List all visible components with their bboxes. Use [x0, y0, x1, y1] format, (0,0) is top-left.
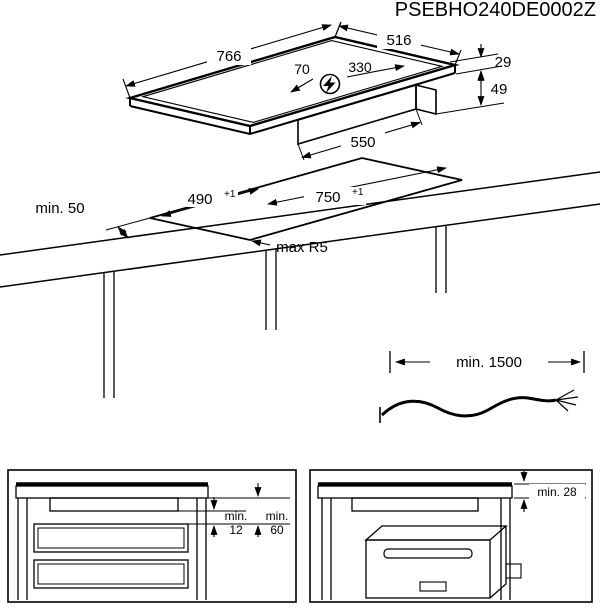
dim-extension-lines — [435, 53, 505, 115]
hob-isometric-view: 766 516 70 330 29 49 — [122, 21, 512, 161]
corner-radius-label: max R5 — [276, 239, 328, 256]
dim-hob-depth: 516 — [334, 21, 462, 66]
drawer-front-lower — [33, 559, 189, 589]
connection-box — [505, 563, 522, 579]
drawer-front-lower-inner — [37, 563, 185, 585]
hob-side-edges — [129, 65, 456, 136]
built-in-oven — [364, 525, 522, 599]
oven-vent-slot — [419, 581, 447, 592]
panel-border — [309, 469, 593, 603]
connection-right-arrow — [346, 64, 405, 78]
dim-cutout-width: 750 +1 — [267, 166, 447, 206]
vent-gap-value: 60 — [270, 523, 284, 537]
hob-gap-value: 12 — [229, 523, 243, 537]
power-connection: 70 330 — [290, 59, 405, 95]
panel-border — [7, 469, 297, 603]
cabinet-oven-section: min. 28 — [309, 469, 593, 603]
worktop-legs — [103, 225, 447, 398]
hob-box-profile — [351, 497, 479, 512]
dim-cutout-depth: 490 +1 — [161, 188, 259, 217]
dim-line — [117, 226, 129, 239]
drawer-front-upper-inner — [37, 527, 185, 549]
recess-width-label: 550 — [350, 134, 375, 151]
dim-line — [267, 166, 447, 206]
connection-offset-left-label: 70 — [294, 61, 310, 77]
front-clearance-label: min. 50 — [35, 200, 84, 217]
profile-height-label: 29 — [495, 54, 512, 71]
lightning-bolt-icon — [323, 76, 336, 93]
oven-gap-label: min. 28 — [537, 485, 577, 499]
hob-width-label: 766 — [216, 48, 241, 65]
dim-extension-line — [105, 217, 151, 231]
oven-front-face — [365, 539, 491, 599]
hob-box-profile — [49, 497, 179, 512]
dim-label-bg — [304, 187, 366, 205]
recess-box-side-face — [415, 83, 437, 116]
dim-end-ticks — [389, 351, 585, 373]
connection-offset-right-label: 330 — [348, 59, 372, 75]
document-code: PSEBHO240DE0002Z — [395, 0, 596, 21]
dim-label-bg — [377, 30, 421, 49]
cable-wire-ends — [555, 389, 579, 412]
worktop-profile — [15, 485, 209, 499]
oven-top-face — [364, 525, 508, 541]
oven-handle — [383, 548, 473, 559]
worktop-edge-lines — [0, 171, 600, 288]
dim-extension-lines — [178, 497, 290, 525]
hob-depth-label: 516 — [386, 32, 411, 49]
cutout-width-tolerance: +1 — [352, 187, 364, 198]
cable-length-view: min. 1500 — [379, 351, 585, 423]
drawer-front-upper — [33, 523, 189, 553]
cutout-width-label: 750 — [315, 189, 340, 206]
cutout-depth-tolerance: +1 — [224, 189, 236, 200]
oven-side-face — [489, 526, 507, 599]
cabinet-side-panels — [321, 498, 511, 600]
dim-corner-radius: max R5 — [251, 239, 328, 256]
worktop-cutout-view: min. 50 490 +1 750 +1 max R5 — [0, 157, 600, 398]
worktop-profile — [317, 485, 513, 499]
radius-leader-arrow — [251, 239, 271, 247]
dim-label-bg — [176, 189, 238, 207]
cabinet-drawer-section: min. 12 min. 60 — [7, 469, 297, 603]
cable-length-label: min. 1500 — [456, 354, 522, 371]
vent-gap-prefix: min. — [266, 509, 289, 523]
connection-left-arrow — [290, 78, 314, 93]
dim-hob-heights: 29 49 — [435, 44, 512, 115]
dim-label-bg — [529, 484, 585, 499]
mains-cable — [380, 396, 557, 418]
dim-recess-width: 550 — [297, 108, 423, 161]
dim-hob-width: 766 — [122, 21, 342, 99]
hob-gap-prefix: min. — [225, 509, 248, 523]
recess-depth-label: 49 — [491, 81, 508, 98]
dim-front-clearance: min. 50 — [35, 200, 151, 239]
cutout-depth-label: 490 — [187, 191, 212, 208]
dim-extension-lines — [334, 21, 462, 66]
dim-label-bg — [341, 132, 385, 151]
dim-label-bg — [207, 46, 251, 65]
cabinet-side-panels — [17, 498, 207, 600]
